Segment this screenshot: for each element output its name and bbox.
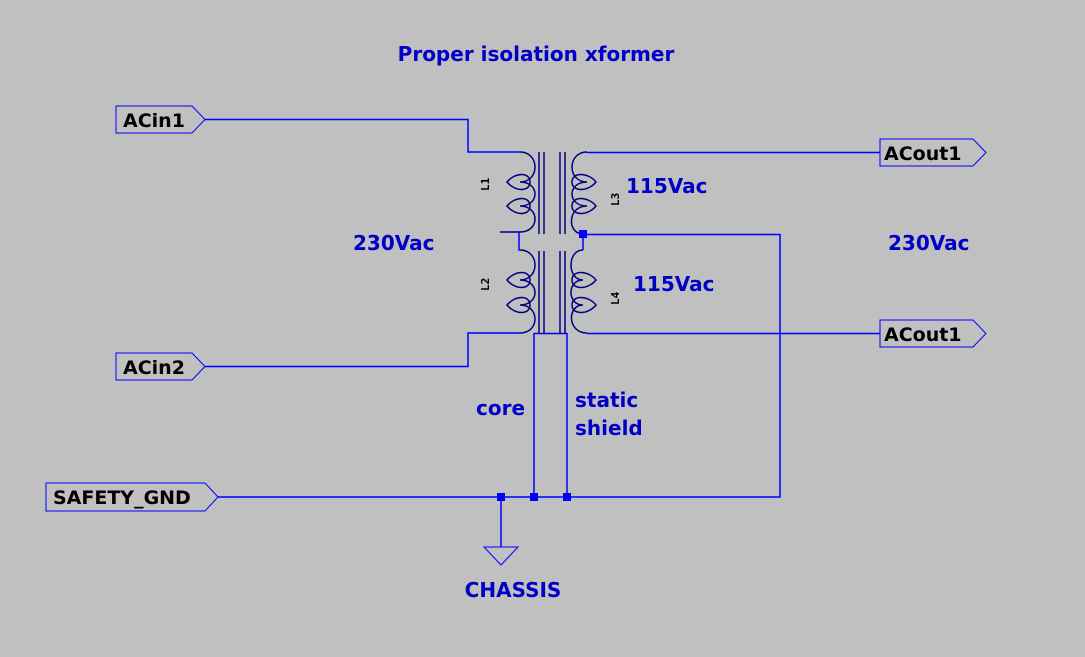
port-acin2[interactable]: ACin2 [115,352,206,381]
junction-shield [563,493,571,501]
refdes-l4: L4 [609,291,622,305]
port-label-acout-bottom: ACout1 [884,324,962,346]
coil-winding [519,249,536,334]
port-flag-shape [115,105,206,134]
coil-loop [571,173,597,191]
coil-loop [506,296,531,314]
port-acin1[interactable]: ACin1 [115,105,206,134]
static-shield-label-line1: static [575,388,638,412]
port-label-acin2: ACin2 [123,357,185,379]
port-flag-shape [115,352,206,381]
coil-loop [506,271,531,289]
wire-acin1[interactable] [205,118,520,153]
inductor-l3[interactable]: L3 [570,151,622,235]
wire-acin2[interactable] [205,332,520,368]
junction-centertap [579,230,587,238]
coil-loop [506,197,531,215]
port-flag-shape [879,138,987,167]
port-safety-gnd[interactable]: SAFETY_GND [45,482,219,512]
inductor-l1[interactable]: L1 [479,151,536,233]
coil-winding [570,249,588,334]
inductor-l4[interactable]: L4 [570,249,622,334]
refdes-l3: L3 [609,193,622,206]
port-label-acout-top: ACout1 [884,143,962,165]
coil-loop [571,197,597,215]
junction-core [530,493,538,501]
coil-loop [571,296,597,314]
port-acout-top[interactable]: ACout1 [879,138,987,167]
port-acout-bottom[interactable]: ACout1 [879,319,987,348]
l4-voltage-label: 115Vac [633,272,714,296]
chassis-label: CHASSIS [465,578,562,602]
transformer-core [538,152,566,333]
port-label-acin1: ACin1 [123,110,185,132]
l3-voltage-label: 115Vac [626,174,707,198]
coil-winding [500,151,536,233]
refdes-l1: L1 [479,177,492,191]
coil-loop [571,271,597,289]
chassis-ground[interactable] [482,497,520,566]
secondary-voltage-label: 230Vac [888,231,969,255]
ground-icon [482,546,520,566]
core-label: core [476,396,525,420]
port-label-safety-gnd: SAFETY_GND [53,487,191,509]
primary-voltage-label: 230Vac [353,231,434,255]
wire-l1-l2[interactable] [518,231,520,251]
coil-winding [570,151,588,235]
port-flag-shape [45,482,219,512]
inductor-l2[interactable]: L2 [479,249,536,334]
port-flag-shape [879,319,987,348]
coil-loop [506,173,531,191]
static-shield-label-line2: shield [575,416,643,440]
schematic-title: Proper isolation xformer [398,42,675,66]
refdes-l2: L2 [479,278,492,291]
